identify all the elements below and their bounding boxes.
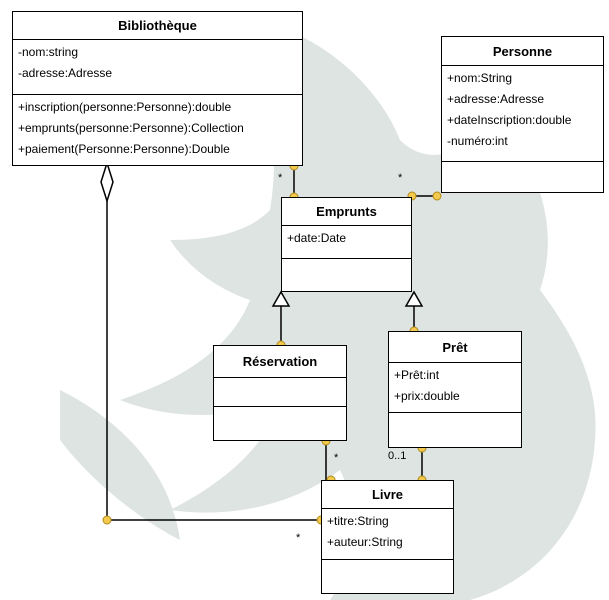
multiplicity-label: * [278, 172, 283, 184]
attribute: +auteur:String [327, 535, 403, 549]
operation: +emprunts(personne:Personne):Collection [18, 121, 244, 135]
attributes-section [214, 378, 346, 407]
operations-section: +inscription(personne:Personne):double +… [13, 95, 302, 162]
attribute: +adresse:Adresse [447, 92, 545, 106]
operations-section [214, 407, 346, 411]
generalization-arrowhead-reservation [271, 290, 291, 307]
attribute: +prix:double [394, 389, 460, 403]
attribute: +nom:String [447, 71, 513, 85]
attribute: +titre:String [327, 514, 389, 528]
attribute: -nom:string [18, 45, 79, 59]
attribute: +Prêt:int [394, 368, 440, 382]
class-reservation[interactable]: Réservation [213, 345, 347, 441]
class-name: Prêt [389, 332, 521, 363]
class-name: Réservation [214, 346, 346, 378]
class-emprunts[interactable]: Emprunts +date:Date [281, 197, 412, 292]
handle[interactable] [102, 515, 112, 525]
multiplicity-label: * [334, 452, 339, 464]
attributes-section: -nom:string -adresse:Adresse [13, 40, 302, 95]
operations-section [282, 259, 411, 263]
attribute: -adresse:Adresse [18, 66, 113, 80]
class-pret[interactable]: Prêt +Prêt:int +prix:double [388, 331, 522, 448]
attributes-section: +titre:String +auteur:String [322, 509, 453, 560]
attribute: +dateInscription:double [447, 113, 572, 127]
class-livre[interactable]: Livre +titre:String +auteur:String [321, 480, 454, 594]
class-name: Personne [442, 37, 603, 66]
attributes-section: +Prêt:int +prix:double [389, 363, 521, 413]
class-name: Livre [322, 481, 453, 509]
operations-section [442, 162, 603, 166]
class-personne[interactable]: Personne +nom:String +adresse:Adresse +d… [441, 36, 604, 193]
class-bibliotheque[interactable]: Bibliothèque -nom:string -adresse:Adress… [12, 11, 303, 166]
multiplicity-label: 0..1 [388, 450, 407, 462]
class-name: Bibliothèque [13, 12, 302, 40]
attribute: -numéro:int [447, 134, 508, 148]
attributes-section: +nom:String +adresse:Adresse +dateInscri… [442, 66, 603, 162]
handle[interactable] [432, 191, 442, 201]
attributes-section: +date:Date [282, 226, 411, 259]
generalization-arrowhead-pret [404, 290, 424, 307]
multiplicity-label: * [296, 532, 301, 544]
operation: +paiement(Personne:Personne):Double [18, 142, 230, 156]
attribute: +date:Date [287, 231, 347, 245]
class-name: Emprunts [282, 198, 411, 226]
operation: +inscription(personne:Personne):double [18, 100, 232, 114]
operations-section [322, 560, 453, 564]
aggregation-diamond [100, 160, 114, 204]
operations-section [389, 413, 521, 417]
multiplicity-label: * [398, 172, 403, 184]
